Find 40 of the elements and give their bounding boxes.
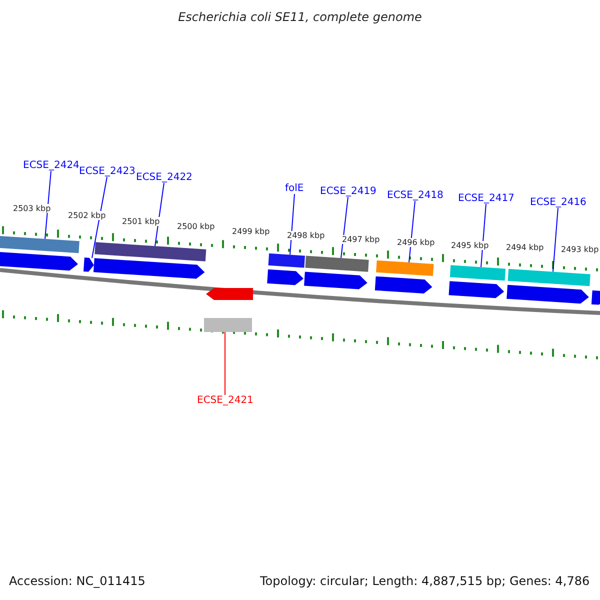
gene-feature [374,260,434,294]
position-label: 2501 kbp [121,217,161,226]
gene-feature [93,242,206,279]
position-label: 2502 kbp [67,211,107,220]
position-label: 2498 kbp [286,231,326,240]
title: Escherichia coli SE11, complete genome [177,10,423,24]
gene-feature [304,256,369,290]
gene-feature [267,253,305,286]
position-label: 2500 kbp [176,222,216,231]
leader-line [552,208,558,272]
gene-label: ECSE_2424 [23,160,80,171]
gene-feature [0,236,80,271]
position-label: 2499 kbp [231,227,271,236]
position-label: 2503 kbp [12,204,52,213]
leader-line [154,182,164,247]
gene-feature [591,290,600,305]
gene-feature [204,288,253,332]
gene-label: ECSE_2419 [320,186,376,197]
gene-feature [506,268,590,304]
leader-line [92,176,108,258]
gene-label: ECSE_2418 [387,190,444,201]
gene-label: ECSE_2422 [136,172,192,183]
gene-label: ECSE_2416 [530,197,586,208]
topology-note: Topology: circular; Length: 4,887,515 bp; Genes: 4,786 [260,574,590,588]
gene-label: ECSE_2421 [197,395,254,406]
leader-line [480,204,486,268]
gene-label: ECSE_2417 [458,193,514,204]
gene-feature [448,265,506,298]
position-label: 2497 kbp [341,235,381,244]
position-label: 2493 kbp [560,245,600,254]
leader-line [408,200,416,263]
gene-label: folE [285,183,304,194]
position-label: 2494 kbp [505,243,545,252]
accession-note: Accession: NC_011415 [9,574,146,588]
leader-line [44,170,52,240]
leader-line [340,196,348,259]
gene-label: ECSE_2423 [79,166,136,177]
position-label: 2496 kbp [396,238,436,247]
leader-line [224,332,226,396]
position-label: 2495 kbp [450,241,490,250]
